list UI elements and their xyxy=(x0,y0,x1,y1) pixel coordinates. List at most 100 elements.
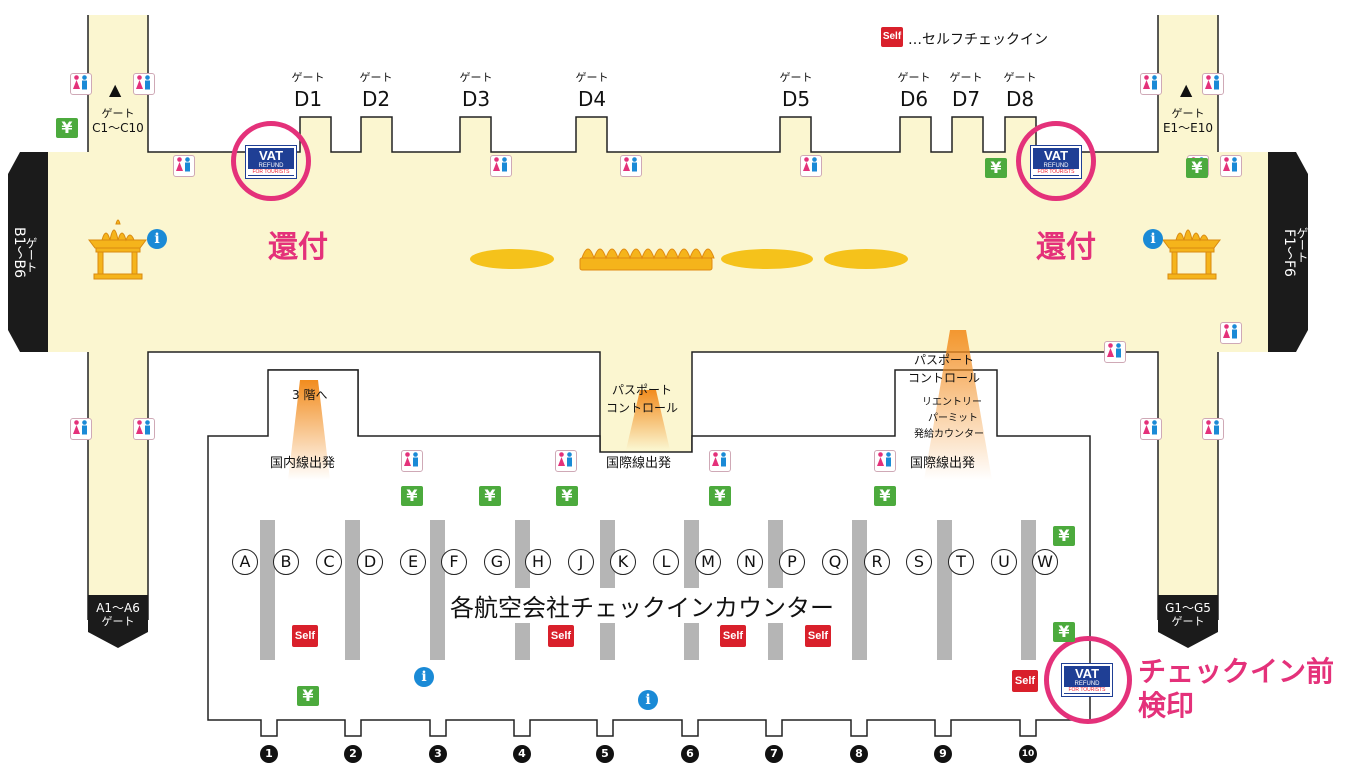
gate-word-d6: ゲート xyxy=(897,71,931,84)
vat-ring-checkin xyxy=(1044,636,1132,724)
gate-word-d1: ゲート xyxy=(291,71,325,84)
entrance-6: 6 xyxy=(681,745,699,763)
gate-e-word: ゲート xyxy=(1171,107,1205,120)
reentry-permit-3: 発給カウンター xyxy=(914,429,984,440)
restroom-icon xyxy=(401,450,423,472)
passport-control-center-2: コントロール xyxy=(606,401,679,415)
refund-label-left: 還付 xyxy=(268,230,328,265)
gate-d1: D1 xyxy=(293,87,323,111)
currency-exchange-icon: ¥ xyxy=(1186,158,1208,178)
counter-row-n: N xyxy=(737,549,763,575)
counter-row-w: W xyxy=(1032,549,1058,575)
gate-d8: D8 xyxy=(1005,87,1035,111)
entrance-9: 9 xyxy=(934,745,952,763)
restroom-icon xyxy=(70,418,92,440)
counter-row-m: M xyxy=(695,549,721,575)
legend-text: …セルフチェックイン xyxy=(908,32,1048,48)
self-checkin-icon: Self xyxy=(1012,670,1038,692)
gate-d3: D3 xyxy=(461,87,491,111)
gate-d7: D7 xyxy=(951,87,981,111)
gate-b-label: B1～B6 xyxy=(11,227,27,279)
restroom-icon xyxy=(173,155,195,177)
information-icon: i xyxy=(638,690,658,710)
self-checkin-icon: Self xyxy=(292,625,318,647)
gate-a-range: A1～A6 xyxy=(96,601,140,615)
passport-control-right-1: パスポート xyxy=(914,353,975,367)
entrance-7: 7 xyxy=(765,745,783,763)
gate-word-d3: ゲート xyxy=(459,71,493,84)
restroom-icon xyxy=(555,450,577,472)
passport-control-center-1: パスポート xyxy=(612,383,673,397)
checkin-counter-title: 各航空会社チェックインカウンター xyxy=(446,588,838,623)
entrance-10: 10 xyxy=(1019,745,1037,763)
counter-row-t: T xyxy=(948,549,974,575)
currency-exchange-icon: ¥ xyxy=(874,486,896,506)
restroom-icon xyxy=(800,155,822,177)
restroom-icon xyxy=(133,73,155,95)
currency-exchange-icon: ¥ xyxy=(401,486,423,506)
currency-exchange-icon: ¥ xyxy=(297,686,319,706)
gate-word-d8: ゲート xyxy=(1003,71,1037,84)
gate-g-word: ゲート xyxy=(1171,615,1205,628)
gate-d2: D2 xyxy=(361,87,391,111)
refund-label-right: 還付 xyxy=(1036,230,1096,265)
checkin-stamp-label-line1: チェックイン前 xyxy=(1138,655,1335,688)
gate-d6: D6 xyxy=(899,87,929,111)
golden-sculpture-icon xyxy=(579,248,715,271)
up-arrow-e: ▲ xyxy=(1180,80,1193,99)
passport-control-right-2: コントロール xyxy=(908,371,981,385)
restroom-icon xyxy=(620,155,642,177)
restroom-icon xyxy=(1104,341,1126,363)
restroom-icon xyxy=(1140,418,1162,440)
self-checkin-icon: Self xyxy=(805,625,831,647)
counter-row-u: U xyxy=(991,549,1017,575)
entrance-1: 1 xyxy=(260,745,278,763)
domestic-departure-label: 国内線出発 xyxy=(270,456,336,471)
reentry-permit-2: パーミット xyxy=(928,413,978,424)
gate-e-range: E1～E10 xyxy=(1162,121,1214,135)
restroom-icon xyxy=(1202,418,1224,440)
counter-row-d: D xyxy=(357,549,383,575)
international-departure-right: 国際線出発 xyxy=(910,456,976,471)
gate-f-word: ゲート xyxy=(1295,227,1309,263)
counter-row-f: F xyxy=(441,549,467,575)
up-arrow-c: ▲ xyxy=(109,80,122,99)
gate-b-word: ゲート xyxy=(24,237,38,273)
counter-row-b: B xyxy=(273,549,299,575)
entrance-8: 8 xyxy=(850,745,868,763)
entrance-3: 3 xyxy=(429,745,447,763)
counter-row-p: P xyxy=(779,549,805,575)
information-icon: i xyxy=(147,229,167,249)
information-icon: i xyxy=(414,667,434,687)
counter-row-g: G xyxy=(484,549,510,575)
legend-self-icon: Self xyxy=(881,27,903,47)
counter-row-h: H xyxy=(525,549,551,575)
self-checkin-icon: Self xyxy=(720,625,746,647)
vat-ring-left xyxy=(231,121,311,201)
gate-d5: D5 xyxy=(781,87,811,111)
gate-c-word: ゲート xyxy=(101,107,135,120)
restroom-icon xyxy=(709,450,731,472)
information-icon: i xyxy=(1143,229,1163,249)
counter-row-e: E xyxy=(400,549,426,575)
vat-ring-right xyxy=(1016,121,1096,201)
gate-word-d5: ゲート xyxy=(779,71,813,84)
international-departure-center: 国際線出発 xyxy=(606,456,672,471)
restroom-icon xyxy=(133,418,155,440)
currency-exchange-icon: ¥ xyxy=(1053,526,1075,546)
gate-d4: D4 xyxy=(577,87,607,111)
golden-shrine-icon-right xyxy=(1162,229,1221,280)
counter-row-l: L xyxy=(653,549,679,575)
counter-row-r: R xyxy=(864,549,890,575)
counter-row-k: K xyxy=(610,549,636,575)
currency-exchange-icon: ¥ xyxy=(985,158,1007,178)
gate-word-d7: ゲート xyxy=(949,71,983,84)
counter-row-a: A xyxy=(232,549,258,575)
counter-row-q: Q xyxy=(822,549,848,575)
counter-row-c: C xyxy=(316,549,342,575)
checkin-stamp-label-line2: 検印 xyxy=(1138,689,1195,722)
golden-shrine-icon-left xyxy=(88,219,147,280)
currency-exchange-icon: ¥ xyxy=(709,486,731,506)
